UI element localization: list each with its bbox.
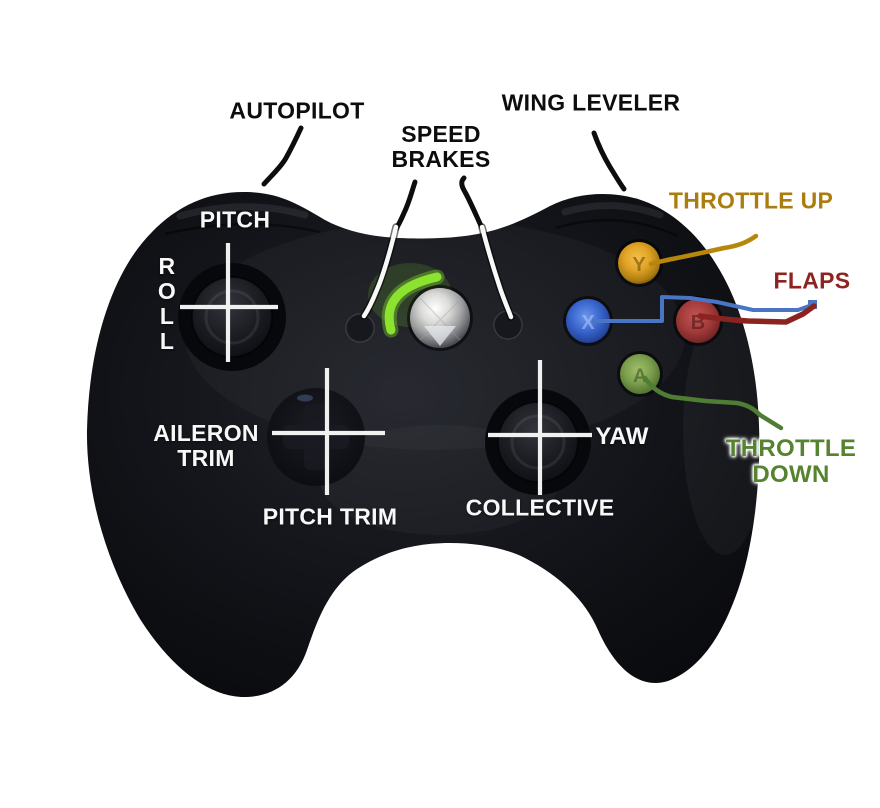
label-roll-letter-l1: L [159,303,175,329]
label-autopilot: AUTOPILOT [229,97,365,124]
label-pitch: PITCH [199,206,271,233]
left-stick-ring [204,289,260,345]
flaps-line-x [592,295,813,323]
label-roll-letter-o: O [157,278,177,304]
black-callout-lines [261,125,627,232]
left-bumper-highlight [176,203,309,220]
crosshairs [180,243,592,495]
label-aileron-trim-line2: TRIM [177,445,235,471]
dpad-vertical-arm [304,404,328,470]
dpad-glint [297,394,313,402]
autopilot-line [261,125,304,187]
x-button [566,299,610,343]
white-callout-lines [360,223,515,321]
throttle-up-line [648,233,759,267]
back-button [345,313,375,343]
label-roll-letter-r: R [158,253,176,279]
left-stick-cap [191,276,273,358]
label-throttle-down-line1: THROTTLE [725,435,857,462]
label-wing-leveler: WING LEVELER [501,89,681,116]
guide-ring-light-icon [384,272,442,335]
y-button [618,242,660,284]
label-collective: COLLECTIVE [465,494,615,521]
guide-button [368,263,473,351]
label-speed-brakes-line2: BRAKES [391,146,491,172]
flaps-line-b [697,303,817,325]
label-aileron-trim: AILERON TRIM [153,421,259,471]
label-flaps: FLAPS [773,267,851,294]
speed-brakes-line-right-upper [459,175,485,231]
label-roll-letter-l2: L [159,328,175,354]
label-aileron-trim-line1: AILERON [153,420,259,446]
label-roll: R O L L [158,254,176,354]
right-stick-crosshair [488,360,592,495]
label-speed-brakes-line1: SPEED [401,121,481,147]
guide-orb [410,288,470,348]
a-button-letter: A [633,366,647,387]
label-throttle-down-line2: DOWN [752,461,830,488]
speed-brakes-line-left-lower [361,224,399,319]
speed-brakes-line-right-lower [479,224,514,320]
x-button-letter: X [581,312,595,334]
left-stick [178,263,286,371]
guide-orb-facet [424,326,456,346]
dpad-crosshair [272,368,385,495]
dpad [267,388,365,486]
wing-leveler-line [591,130,627,192]
guide-orb-seam [419,297,461,341]
label-speed-brakes: SPEED BRAKES [392,122,491,172]
right-bumper-seam [555,218,679,238]
throttle-down-line [642,375,784,431]
label-yaw: YAW [595,423,649,450]
right-bumper-highlight [561,202,664,219]
left-stick-crosshair [180,243,278,362]
y-button-letter: Y [632,254,646,276]
right-side-sheen [683,305,767,555]
label-throttle-up: THROTTLE UP [668,187,834,214]
label-pitch-trim: PITCH TRIM [262,503,398,530]
label-throttle-down: THROTTLE DOWN [726,436,856,488]
left-bumper-seam [164,222,321,236]
b-button [676,299,720,343]
